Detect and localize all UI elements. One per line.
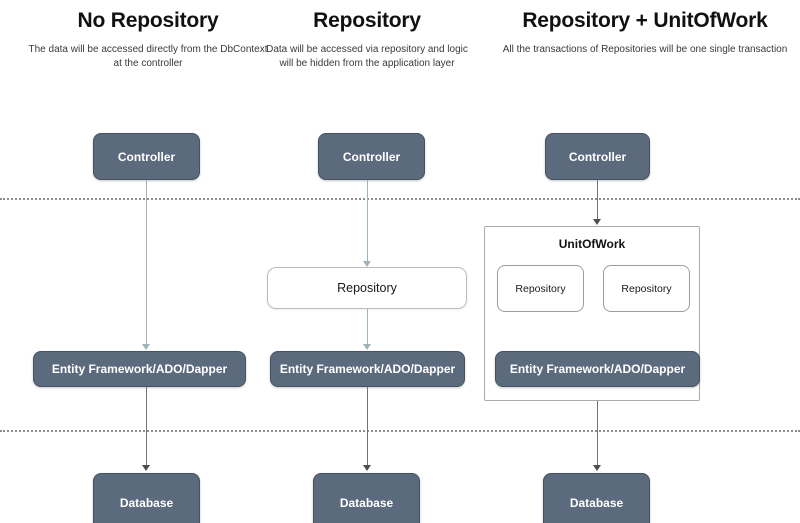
arrowhead-database-col1 — [142, 465, 150, 471]
column-header-repository: Repository Data will be accessed via rep… — [262, 8, 472, 71]
arrowhead-dataaccess-col1 — [142, 344, 150, 350]
column-subtitle: The data will be accessed directly from … — [28, 44, 268, 69]
unitofwork-label: UnitOfWork — [558, 237, 626, 251]
column-title: Repository + UnitOfWork — [522, 9, 768, 32]
arrowhead-unitofwork-col3 — [593, 219, 601, 225]
connector-dataaccess-to-database-col1 — [146, 387, 147, 466]
column-subtitle: Data will be accessed via repository and… — [266, 44, 468, 69]
connector-controller-to-repository-col2 — [367, 180, 368, 262]
arrowhead-dataaccess-col2 — [363, 344, 371, 350]
layer-divider-top — [0, 198, 800, 200]
column-subtitle: All the transactions of Repositories wil… — [502, 44, 788, 55]
column-header-repository-unitofwork: Repository + UnitOfWork All the transact… — [500, 8, 790, 57]
node-database-col1[interactable]: Database — [93, 473, 200, 523]
node-controller-col1[interactable]: Controller — [93, 133, 200, 180]
layer-divider-bottom — [0, 430, 800, 432]
node-controller-col3[interactable]: Controller — [545, 133, 650, 180]
node-data-access-col2[interactable]: Entity Framework/ADO/Dapper — [270, 351, 465, 387]
node-repository-one-col3[interactable]: Repository — [497, 265, 584, 312]
arrowhead-repository-col2 — [363, 261, 371, 267]
node-repository-col2[interactable]: Repository — [267, 267, 467, 309]
node-data-access-col3[interactable]: Entity Framework/ADO/Dapper — [495, 351, 700, 387]
column-header-no-repository: No Repository The data will be accessed … — [28, 8, 268, 71]
connector-unitofwork-to-database-col3 — [597, 401, 598, 466]
node-database-col3[interactable]: Database — [543, 473, 650, 523]
node-repository-two-col3[interactable]: Repository — [603, 265, 690, 312]
connector-controller-to-dataaccess-col1 — [146, 180, 147, 345]
node-database-col2[interactable]: Database — [313, 473, 420, 523]
arrowhead-database-col3 — [593, 465, 601, 471]
arrowhead-database-col2 — [363, 465, 371, 471]
connector-controller-to-unitofwork-col3 — [597, 180, 598, 220]
column-title: No Repository — [77, 9, 219, 32]
node-data-access-col1[interactable]: Entity Framework/ADO/Dapper — [33, 351, 246, 387]
connector-repository-to-dataaccess-col2 — [367, 309, 368, 345]
node-controller-col2[interactable]: Controller — [318, 133, 425, 180]
connector-dataaccess-to-database-col2 — [367, 387, 368, 466]
column-title: Repository — [313, 9, 421, 32]
